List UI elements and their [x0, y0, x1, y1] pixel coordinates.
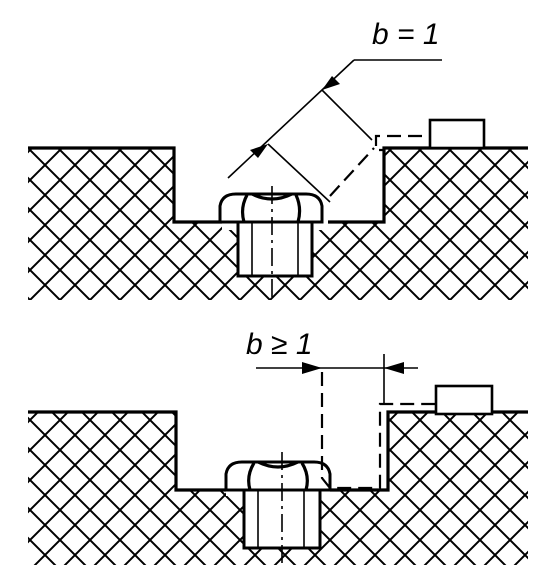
bottom-hidden-edge	[320, 372, 440, 490]
bottom-arrow-left	[302, 362, 322, 374]
bottom-bolt	[242, 452, 322, 565]
top-small-block	[428, 118, 486, 150]
top-bolt	[236, 186, 314, 298]
bottom-dimension: b ≥ 1	[246, 328, 418, 404]
top-arrow-lower	[250, 144, 268, 158]
top-figure: b = 1	[28, 18, 528, 300]
top-hex-nut	[218, 192, 324, 224]
top-dimension: b = 1	[227, 18, 442, 203]
bottom-dimension-label: b ≥ 1	[246, 328, 313, 361]
bottom-arrow-right	[384, 362, 404, 374]
top-dimension-label: b = 1	[372, 18, 440, 51]
top-arrow-upper	[322, 76, 340, 90]
bottom-small-block	[434, 384, 494, 416]
bottom-hex-nut	[224, 460, 332, 492]
bottom-figure: b ≥ 1	[28, 328, 528, 565]
top-hidden-edge	[374, 134, 430, 222]
